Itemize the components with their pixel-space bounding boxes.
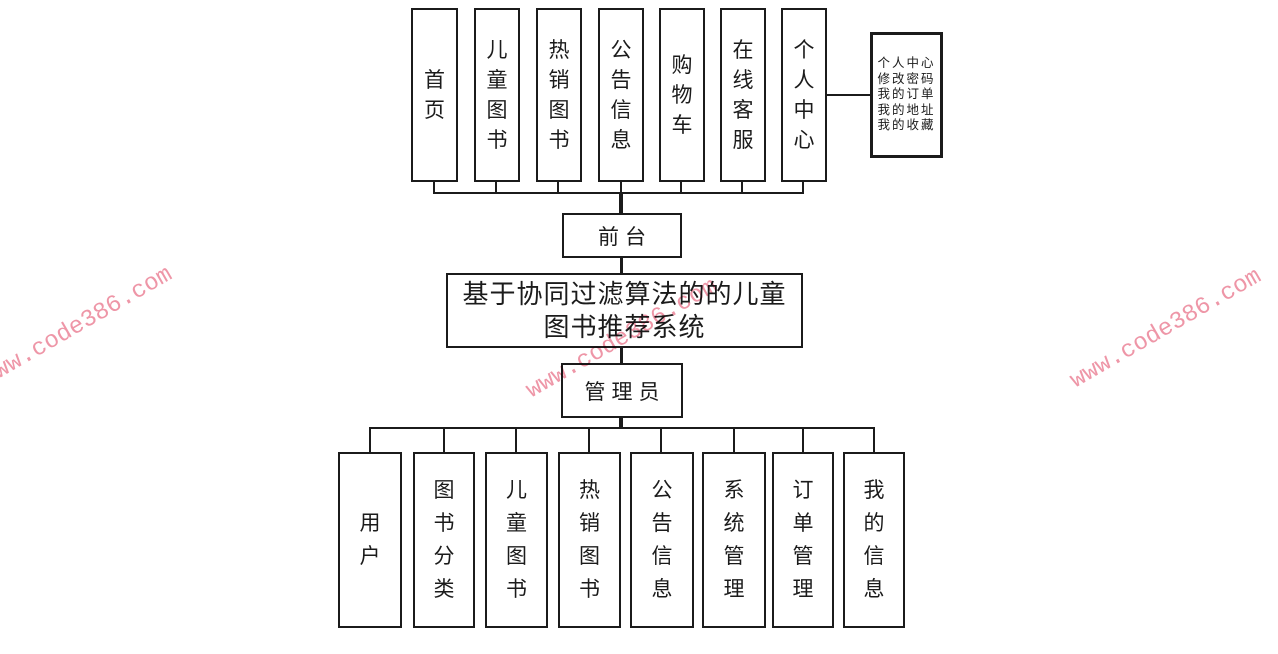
connector-personal-center-detail	[827, 94, 870, 96]
connector-stub-front-7	[802, 182, 804, 193]
system-title-box: 基于协同过滤算法的的儿童 图书推荐系统	[446, 273, 803, 348]
connector-drop-admin-5	[660, 427, 662, 452]
system-title-line1: 基于协同过滤算法的的儿童	[462, 279, 787, 309]
connector-bus-admin	[369, 427, 875, 429]
admin-branch-children-books: 儿童图书	[485, 452, 548, 628]
connector-front-to-title	[620, 258, 623, 273]
admin-node: 管理员	[561, 363, 683, 418]
admin-branch-order-mgmt: 订单管理	[772, 452, 834, 628]
admin-branch-announcements: 公告信息	[630, 452, 694, 628]
front-branch-cart: 购物车	[659, 8, 705, 182]
personal-center-detail-line: 修改密码	[877, 71, 936, 86]
admin-branch-my-info: 我的信息	[843, 452, 905, 628]
connector-stub-front-5	[680, 182, 682, 193]
connector-stub-front-2	[495, 182, 497, 193]
connector-bus-to-front-node	[619, 192, 623, 213]
front-branch-hot-books: 热销图书	[536, 8, 582, 182]
admin-branch-book-categories: 图书分类	[413, 452, 475, 628]
connector-drop-admin-8	[873, 427, 875, 452]
connector-stub-front-3	[557, 182, 559, 193]
personal-center-detail-line: 个人中心	[877, 56, 936, 71]
system-title-line2: 图书推荐系统	[543, 312, 706, 342]
connector-drop-admin-1	[369, 427, 371, 452]
front-branch-online-service: 在线客服	[720, 8, 766, 182]
personal-center-detail-line: 我的收藏	[877, 118, 936, 133]
connector-drop-admin-7	[802, 427, 804, 452]
admin-branch-users: 用户	[338, 452, 402, 628]
front-branch-home: 首页	[411, 8, 458, 182]
watermark-right: www.code386.com	[1065, 263, 1267, 395]
connector-admin-to-bus	[619, 418, 623, 429]
front-node: 前台	[562, 213, 682, 258]
personal-center-detail-line: 我的订单	[877, 87, 936, 102]
connector-title-to-admin	[620, 348, 623, 363]
connector-stub-front-6	[741, 182, 743, 193]
front-branch-children-books: 儿童图书	[474, 8, 520, 182]
connector-stub-front-1	[433, 182, 435, 193]
front-branch-personal-center: 个人中心	[781, 8, 827, 182]
admin-branch-hot-books: 热销图书	[558, 452, 621, 628]
admin-branch-system-mgmt: 系统管理	[702, 452, 766, 628]
connector-drop-admin-2	[443, 427, 445, 452]
connector-drop-admin-4	[588, 427, 590, 452]
watermark-left: www.code386.com	[0, 261, 178, 393]
connector-drop-admin-6	[733, 427, 735, 452]
personal-center-detail-box: 个人中心 修改密码 我的订单 我的地址 我的收藏	[870, 32, 943, 158]
personal-center-detail-line: 我的地址	[877, 102, 936, 117]
front-branch-announcements: 公告信息	[598, 8, 644, 182]
connector-stub-front-4	[620, 182, 622, 193]
connector-drop-admin-3	[515, 427, 517, 452]
connector-bus-front	[433, 192, 804, 194]
